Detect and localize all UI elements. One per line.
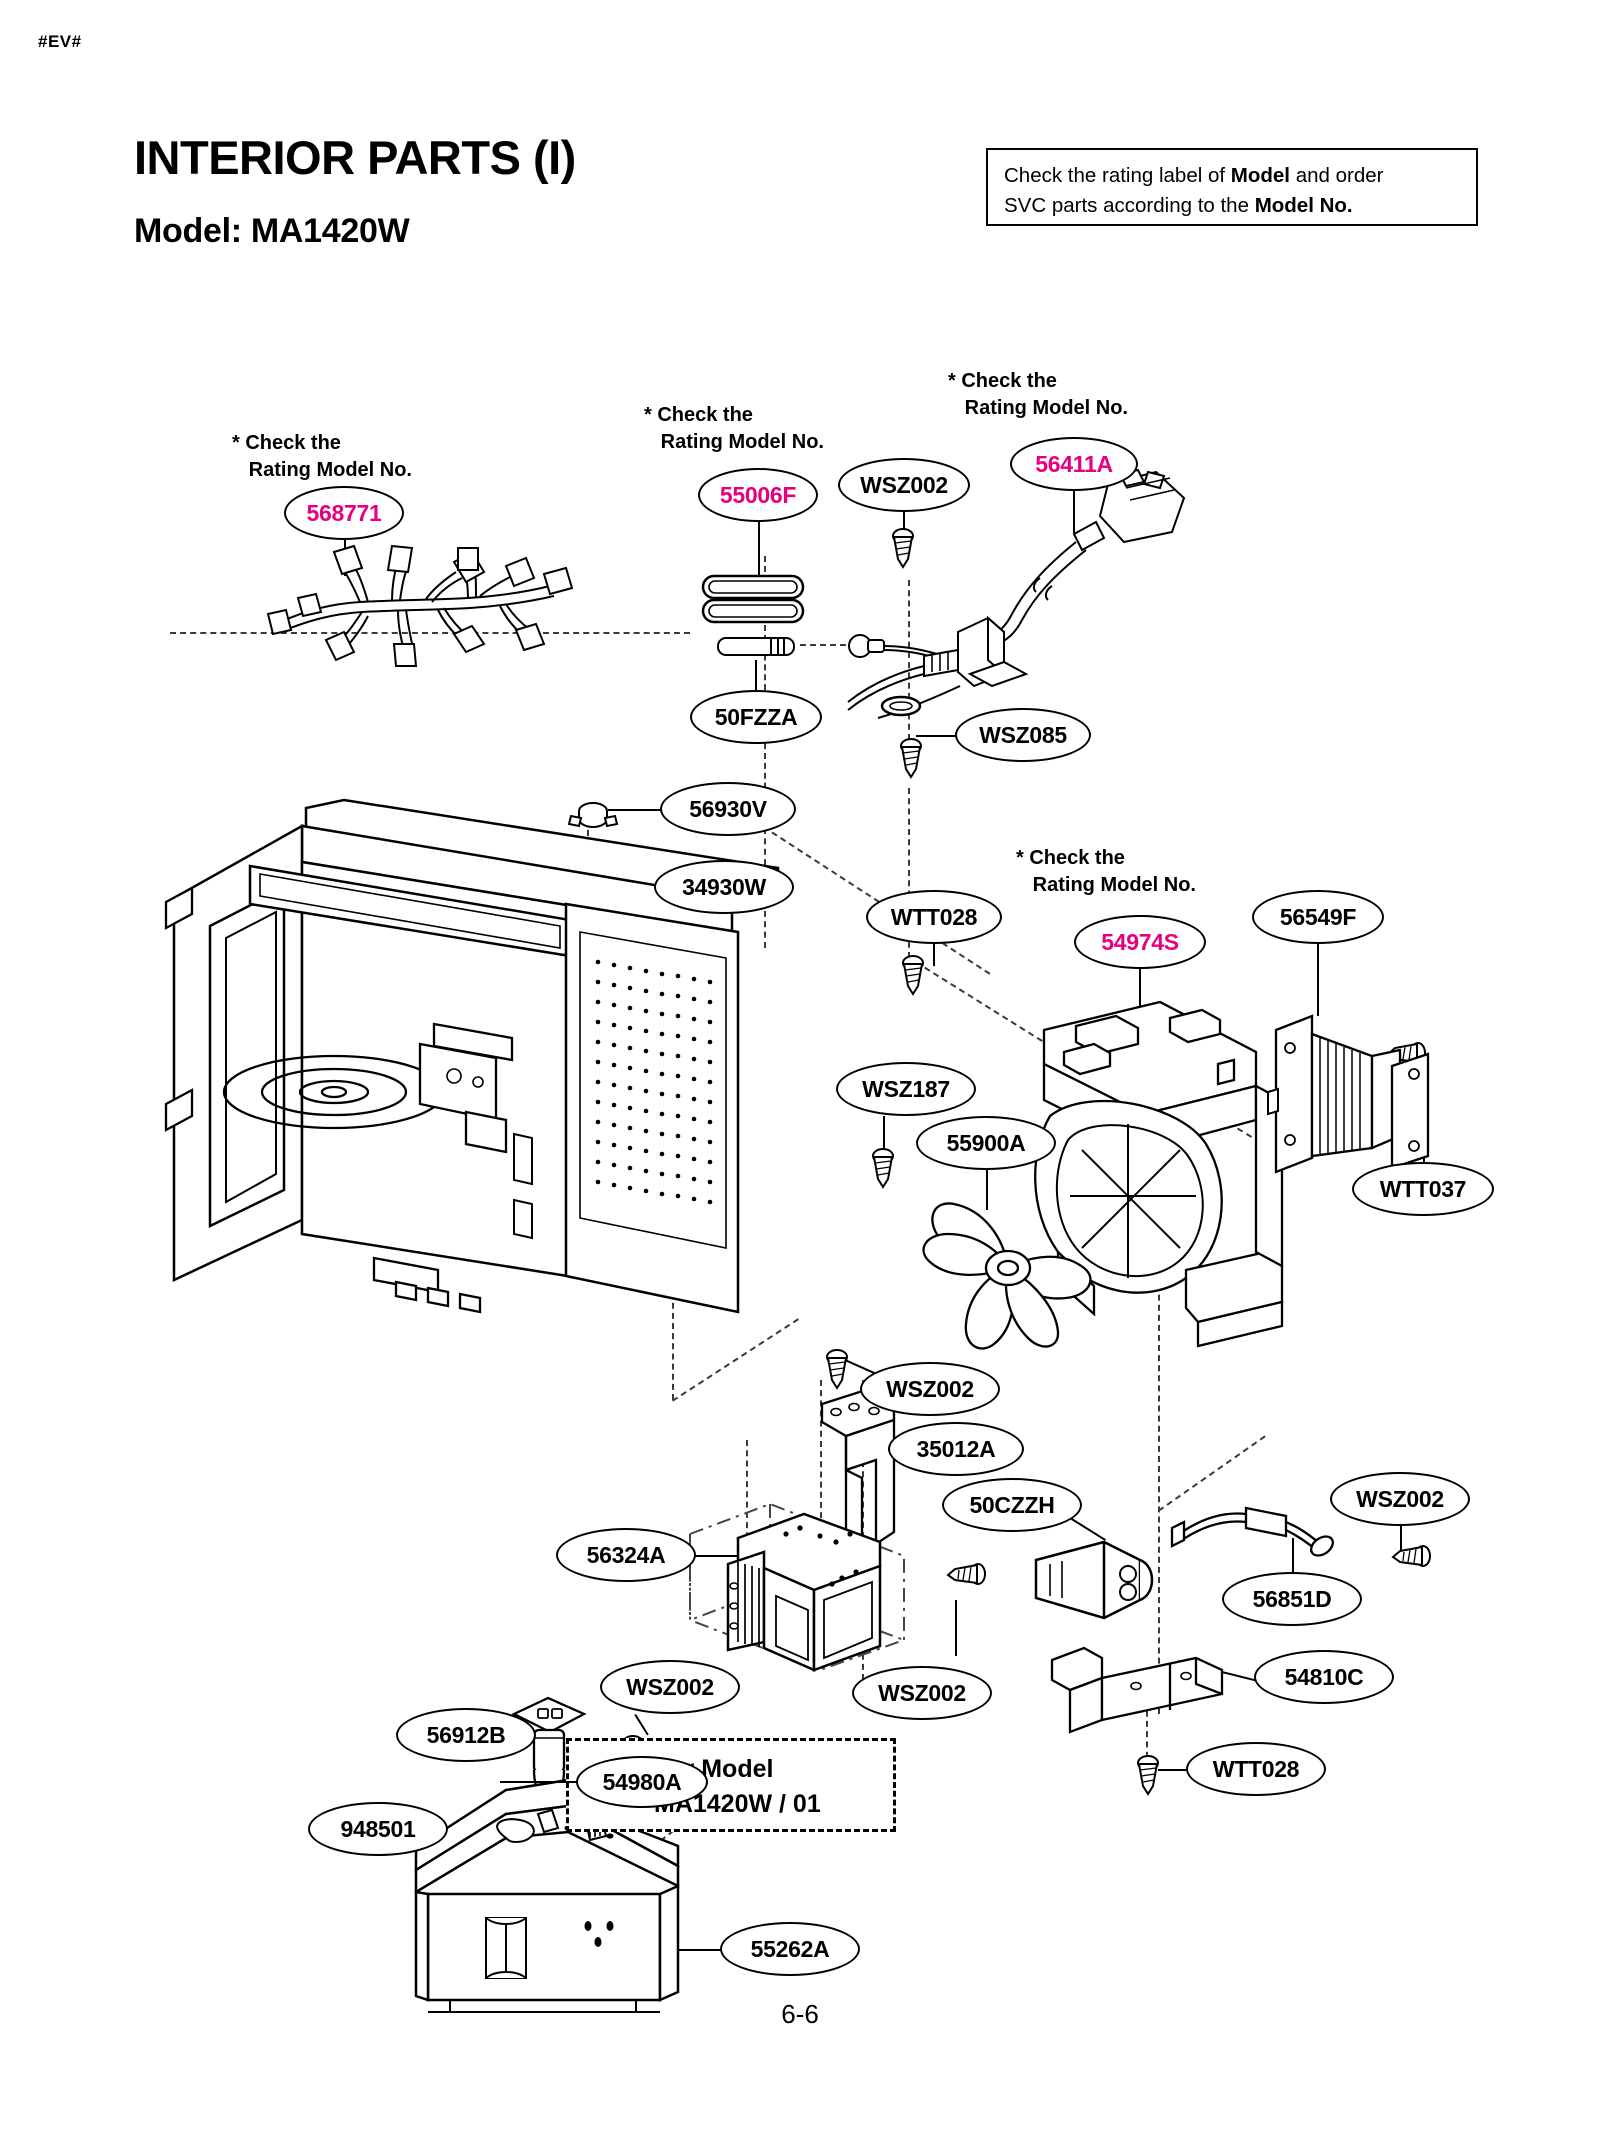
callout-WSZ002-mag[interactable]: WSZ002 bbox=[852, 1666, 992, 1720]
leader-line bbox=[933, 944, 935, 966]
construction-line bbox=[908, 788, 910, 958]
callout-WSZ085[interactable]: WSZ085 bbox=[955, 708, 1091, 762]
construction-line bbox=[820, 1380, 822, 1640]
leader-line bbox=[986, 1170, 988, 1210]
construction-line bbox=[1146, 1690, 1148, 1768]
note-harness: * Check the Rating Model No. bbox=[232, 432, 412, 481]
leader-line bbox=[1292, 1538, 1294, 1574]
callout-56549F[interactable]: 56549F bbox=[1252, 890, 1384, 944]
revision-tag: #EV# bbox=[38, 32, 82, 51]
leader-line bbox=[1400, 1526, 1402, 1552]
wire-harness-illustration bbox=[266, 540, 598, 670]
construction-line bbox=[746, 1440, 748, 1600]
fan-blade-illustration bbox=[918, 1190, 1098, 1350]
hv-diode-illustration bbox=[1170, 1490, 1352, 1560]
notice-text-2b: Model No. bbox=[1254, 194, 1353, 217]
oven-cavity-illustration bbox=[164, 782, 866, 1402]
callout-WSZ002-bracket[interactable]: WSZ002 bbox=[860, 1362, 1000, 1416]
leader-line bbox=[955, 1600, 957, 1656]
screw-icon bbox=[824, 1349, 850, 1399]
callout-WSZ187[interactable]: WSZ187 bbox=[836, 1062, 976, 1116]
power-cord-illustration bbox=[847, 468, 1200, 720]
page-title: INTERIOR PARTS (I) bbox=[134, 131, 576, 184]
screw-icon bbox=[898, 738, 924, 788]
leader-line bbox=[1073, 491, 1075, 533]
screw-icon bbox=[890, 528, 916, 578]
leader-line bbox=[883, 1116, 885, 1150]
callout-55900A[interactable]: 55900A bbox=[916, 1116, 1056, 1170]
choke-coil-illustration bbox=[700, 572, 810, 632]
leader-line bbox=[1158, 1769, 1190, 1771]
thermostat-illustration bbox=[567, 798, 619, 832]
leader-line bbox=[500, 1781, 578, 1783]
callout-WTT037[interactable]: WTT037 bbox=[1352, 1162, 1494, 1216]
callout-56411A[interactable]: 56411A bbox=[1010, 437, 1138, 491]
callout-50FZZA[interactable]: 50FZZA bbox=[690, 690, 822, 744]
callout-56930V[interactable]: 56930V bbox=[660, 782, 796, 836]
construction-line bbox=[908, 580, 910, 740]
leader-line bbox=[608, 809, 662, 811]
callout-56324A[interactable]: 56324A bbox=[556, 1528, 696, 1582]
leader-line bbox=[1139, 969, 1141, 1015]
fan-motor-illustration bbox=[1267, 1008, 1438, 1188]
notice-line-1: Check the rating label of Model and orde… bbox=[1004, 161, 1460, 191]
screw-icon bbox=[870, 1148, 896, 1198]
leader-line bbox=[903, 512, 905, 534]
construction-line bbox=[170, 632, 690, 634]
screw-icon bbox=[1135, 1755, 1161, 1805]
grommet-illustration bbox=[880, 694, 922, 718]
notice-text-2a: SVC parts according to the bbox=[1004, 194, 1255, 217]
leader-line bbox=[755, 660, 757, 692]
rating-label-notice-box: Check the rating label of Model and orde… bbox=[986, 148, 1478, 226]
note-coil: * Check the Rating Model No. bbox=[644, 404, 824, 453]
leader-line bbox=[634, 1714, 649, 1736]
support-bracket-illustration bbox=[1046, 1644, 1236, 1734]
callout-34930W[interactable]: 34930W bbox=[654, 860, 794, 914]
fan-duct-illustration bbox=[1020, 990, 1360, 1350]
callout-WSZ002-right[interactable]: WSZ002 bbox=[1330, 1472, 1470, 1526]
callout-56912B[interactable]: 56912B bbox=[396, 1708, 536, 1762]
callout-54974S[interactable]: 54974S bbox=[1074, 915, 1206, 969]
screw-icon bbox=[938, 1556, 988, 1588]
magnetron-illustration bbox=[689, 1490, 940, 1680]
callout-54810C[interactable]: 54810C bbox=[1254, 1650, 1394, 1704]
callout-56851D[interactable]: 56851D bbox=[1222, 1572, 1362, 1626]
base-transformer-illustration bbox=[410, 1774, 730, 2024]
leader-line bbox=[758, 522, 760, 584]
callout-55262A[interactable]: 55262A bbox=[720, 1922, 860, 1976]
construction-line bbox=[1158, 1214, 1160, 1714]
notice-text-1c: and order bbox=[1290, 164, 1384, 187]
screw-icon bbox=[1383, 1538, 1433, 1570]
model-subtitle: Model: MA1420W bbox=[134, 212, 410, 250]
callout-568771[interactable]: 568771 bbox=[284, 486, 404, 540]
notice-text-1a: Check the rating label of bbox=[1004, 164, 1231, 187]
construction-line bbox=[800, 644, 876, 646]
callout-WSZ002-top[interactable]: WSZ002 bbox=[838, 458, 970, 512]
callout-WTT028-mid[interactable]: WTT028 bbox=[866, 890, 1002, 944]
callout-55006F[interactable]: 55006F bbox=[698, 468, 818, 522]
callout-WSZ002-base[interactable]: WSZ002 bbox=[600, 1660, 740, 1714]
lamp-assembly-illustration bbox=[504, 1692, 594, 1812]
page-number: 6-6 bbox=[781, 1999, 819, 2029]
notice-line-2: SVC parts according to the Model No. bbox=[1004, 191, 1460, 221]
leader-line bbox=[916, 735, 958, 737]
screw-icon bbox=[900, 955, 926, 1005]
callout-50CZZH[interactable]: 50CZZH bbox=[942, 1478, 1082, 1532]
notice-text-1b: Model bbox=[1230, 164, 1290, 187]
callout-948501[interactable]: 948501 bbox=[308, 1802, 448, 1856]
capacitor-illustration bbox=[1032, 1536, 1162, 1626]
callout-35012A[interactable]: 35012A bbox=[888, 1422, 1024, 1476]
leader-line bbox=[694, 1555, 752, 1557]
callout-54980A[interactable]: 54980A bbox=[576, 1756, 708, 1808]
callout-WTT028-low[interactable]: WTT028 bbox=[1186, 1742, 1326, 1796]
note-cord: * Check the Rating Model No. bbox=[948, 370, 1128, 419]
leader-line bbox=[676, 1949, 724, 1951]
leader-line bbox=[1317, 944, 1319, 1016]
note-fanduct: * Check the Rating Model No. bbox=[1016, 847, 1196, 896]
fuse-illustration bbox=[716, 634, 796, 660]
